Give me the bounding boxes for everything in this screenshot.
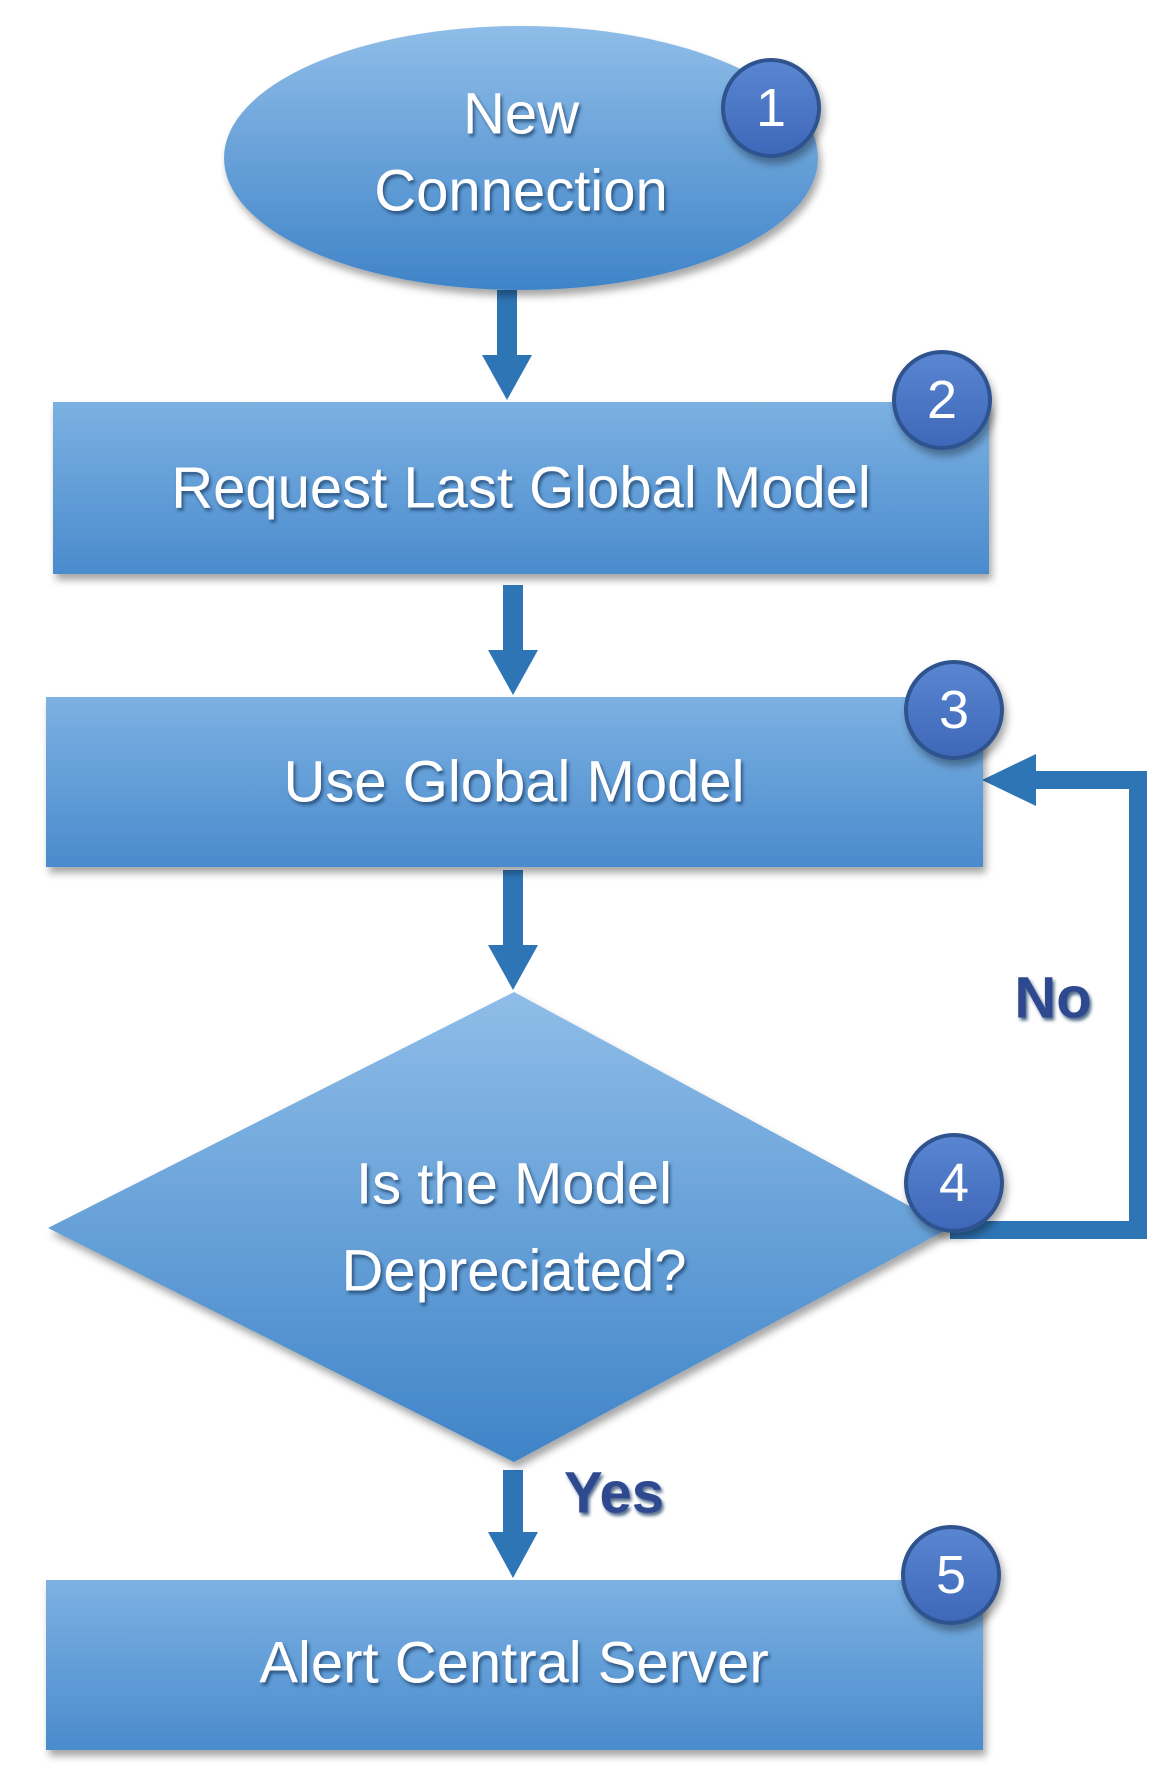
badge-4: 4 (904, 1133, 1004, 1233)
badge-2: 2 (892, 350, 992, 450)
badge-1: 1 (721, 58, 821, 158)
arrow-use-to-decision (488, 870, 538, 990)
badge-3-text: 3 (939, 680, 969, 740)
node-new-connection: New Connection (224, 26, 818, 290)
arrow-start-to-request (482, 290, 532, 400)
node-decision-model-depreciated: Is the Model Depreciated? (48, 992, 950, 1462)
node-alert-label: Alert Central Server (259, 1630, 768, 1695)
arrow-request-to-use (488, 585, 538, 695)
node-decision-line2: Depreciated? (342, 1238, 687, 1303)
node-new-connection-line1: New (463, 81, 580, 146)
node-request-label: Request Last Global Model (171, 455, 871, 520)
edge-label-yes: Yes (564, 1460, 664, 1525)
edge-label-no: No (1014, 965, 1091, 1030)
node-use-label: Use Global Model (284, 749, 745, 814)
node-decision-line1: Is the Model (356, 1151, 672, 1216)
node-new-connection-line2: Connection (374, 158, 667, 223)
arrow-decision-to-alert (488, 1470, 538, 1578)
arrow-no-loop (950, 754, 1147, 1239)
node-use-global-model: Use Global Model (46, 697, 983, 867)
badge-5-text: 5 (936, 1545, 966, 1605)
badge-4-text: 4 (939, 1153, 969, 1213)
badge-1-text: 1 (756, 78, 786, 138)
node-request-last-global-model: Request Last Global Model (53, 402, 989, 574)
badge-2-text: 2 (927, 370, 957, 430)
badge-3: 3 (904, 660, 1004, 760)
badge-5: 5 (901, 1525, 1001, 1625)
node-alert-central-server: Alert Central Server (46, 1580, 983, 1750)
